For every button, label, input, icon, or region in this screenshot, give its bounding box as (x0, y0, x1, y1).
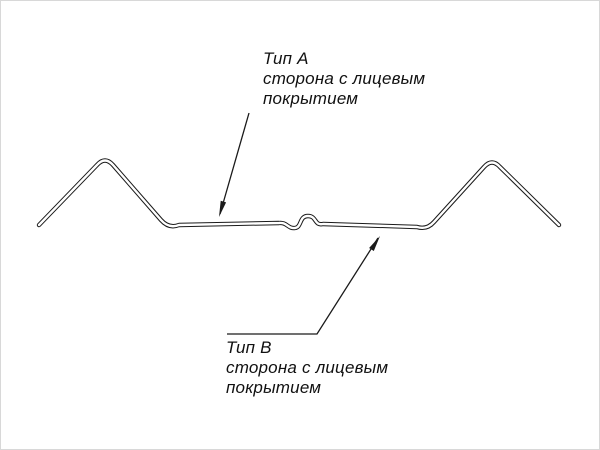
profile-outline-inner (37, 159, 561, 230)
leader-line-type-a (219, 112, 250, 215)
label-type-a-line1: сторона с лицевым (263, 69, 426, 88)
label-type-b-line1: сторона с лицевым (226, 358, 389, 377)
label-type-b-line2: покрытием (226, 378, 322, 397)
profile-cross-section (36, 158, 562, 231)
label-type-a: Тип А сторона с лицевым покрытием (263, 49, 425, 109)
label-type-b: Тип В сторона с лицевым покрытием (226, 338, 388, 398)
leader-line-type-b (227, 237, 379, 335)
arrowhead-type-b (369, 236, 380, 251)
leader-type-a (219, 112, 250, 217)
leader-type-b (227, 236, 380, 335)
label-type-b-title: Тип В (226, 338, 272, 357)
label-type-a-title: Тип А (263, 49, 309, 68)
label-type-a-line2: покрытием (263, 89, 359, 108)
arrowhead-type-a (219, 200, 227, 217)
